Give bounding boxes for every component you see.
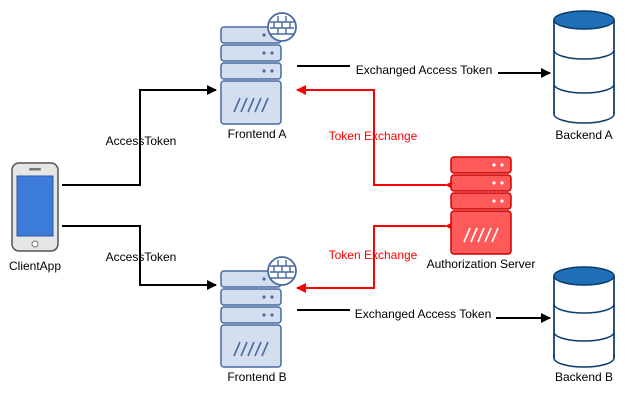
- backend-a-label: Backend A: [555, 128, 612, 142]
- frontend-b-label: Frontend B: [227, 370, 286, 384]
- edge-label-client-to-b: AccessToken: [106, 250, 177, 264]
- smartphone-icon: [11, 162, 59, 252]
- firewall-icon: [267, 12, 297, 42]
- frontend-b-server-icon: [220, 270, 282, 368]
- edge-label-client-to-a: AccessToken: [106, 134, 177, 148]
- frontend-a-label: Frontend A: [228, 127, 287, 141]
- edge-label-token-exchange-b: Token Exchange: [329, 248, 418, 262]
- edge-client-to-frontend-a: [62, 85, 217, 186]
- edge-client-to-frontend-b: [62, 225, 217, 290]
- authorization-server-label: Authorization Server: [427, 257, 536, 271]
- backend-b-label: Backend B: [555, 370, 613, 384]
- edge-token-exchange-a: [296, 85, 455, 190]
- authorization-server-icon: [450, 156, 512, 255]
- edge-label-a-to-backend: Exchanged Access Token: [356, 63, 493, 77]
- frontend-a-server-icon: [220, 26, 282, 125]
- client-app-label: ClientApp: [9, 259, 61, 273]
- backend-a-database-icon: [553, 10, 615, 124]
- edge-label-b-to-backend: Exchanged Access Token: [355, 307, 492, 321]
- edge-token-exchange-b: [296, 221, 455, 293]
- backend-b-database-icon: [553, 266, 615, 368]
- edge-label-token-exchange-a: Token Exchange: [329, 129, 418, 143]
- firewall-icon: [267, 256, 297, 286]
